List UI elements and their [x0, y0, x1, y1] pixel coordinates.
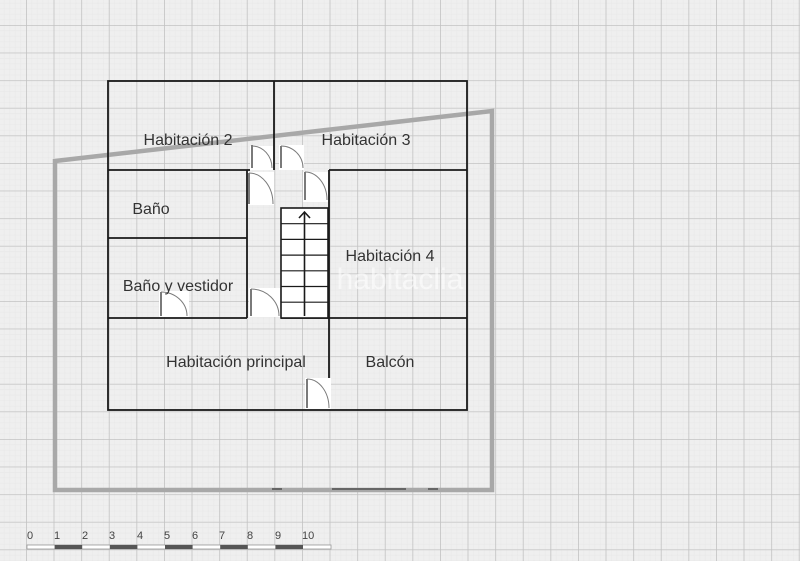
walls	[107, 80, 468, 411]
scale-label: 2	[82, 530, 88, 542]
scale-label: 0	[27, 530, 33, 542]
scale-label: 7	[219, 530, 225, 542]
scale-label: 4	[137, 530, 143, 542]
watermark: habitaclia	[337, 263, 464, 296]
scale-label: 1	[54, 530, 60, 542]
door-icon	[305, 378, 331, 409]
doors	[159, 145, 331, 409]
room-labels: Habitación 2 Habitación 3 Baño Habitació…	[123, 132, 435, 371]
door-icon	[249, 288, 280, 317]
room-label-habitacion-3: Habitación 3	[322, 132, 411, 149]
scale-label: 9	[275, 530, 281, 542]
room-label-bano-vestidor: Baño y vestidor	[123, 278, 234, 295]
scale-label: 3	[109, 530, 115, 542]
room-label-habitacion-principal: Habitación principal	[166, 354, 306, 371]
room-label-bano: Baño	[132, 201, 169, 218]
room-label-balcon: Balcón	[366, 354, 415, 371]
door-icon	[159, 291, 189, 317]
door-icon	[250, 145, 273, 170]
door-icon	[303, 171, 328, 202]
scale-label: 5	[164, 530, 170, 542]
scale-label: 8	[247, 530, 253, 542]
room-label-habitacion-4: Habitación 4	[346, 248, 435, 265]
outer-boundary	[52, 108, 495, 493]
room-label-habitacion-2: Habitación 2	[144, 132, 233, 149]
scale-label: 10	[302, 530, 314, 542]
scale-bar: 0 1 2 3 4 5 6 7 8 9 10	[26, 530, 332, 550]
staircase	[280, 207, 329, 319]
door-icon	[279, 145, 304, 170]
scale-label: 6	[192, 530, 198, 542]
door-icon	[248, 172, 274, 205]
